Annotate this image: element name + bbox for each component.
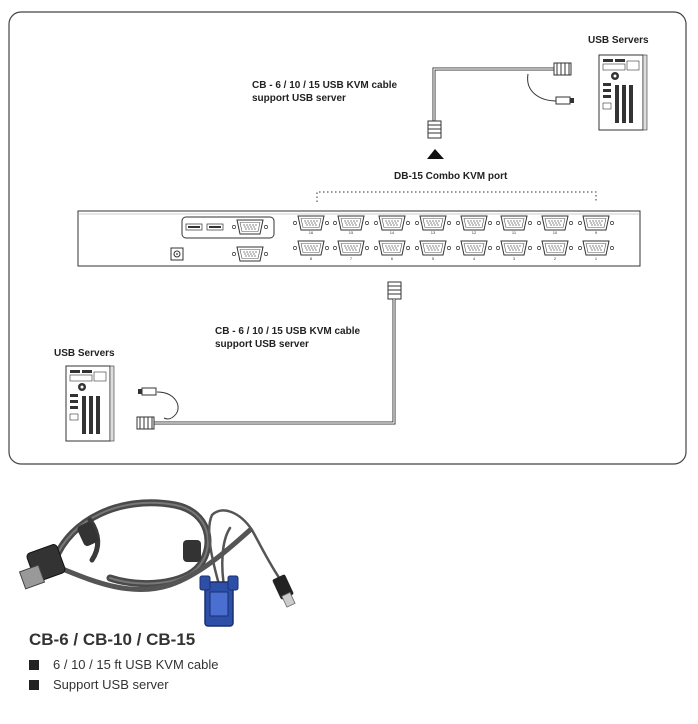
server-port-14: 14 (373, 215, 411, 235)
product-title: CB-6 / CB-10 / CB-15 (29, 630, 196, 649)
port-label: DB-15 Combo KVM port (394, 171, 508, 182)
server-port-6: 6 (373, 240, 411, 261)
server-port-13: 13 (414, 215, 452, 235)
server-port-number: 15 (349, 230, 354, 235)
product-usb-plug-icon (272, 574, 296, 608)
server-port-number: 2 (554, 256, 557, 261)
top-usb-kvm-cable (432, 67, 558, 121)
server-port-2: 2 (536, 240, 574, 261)
server-port-15: 15 (332, 215, 370, 235)
kvm-switch-unit: 16 15 14 13 12 11 10 9 8 7 6 5 4 3 2 1 (77, 210, 641, 267)
top-vga-plug-icon (553, 62, 572, 76)
port-arrow-icon (427, 149, 444, 159)
bottom-db15-plug-icon (387, 281, 402, 300)
server-port-number: 12 (472, 230, 477, 235)
server-port-number: 11 (512, 230, 517, 235)
top-db15-plug-icon (427, 120, 442, 139)
server-port-number: 14 (390, 230, 395, 235)
server-port-number: 9 (595, 230, 598, 235)
bottom-server-pc-icon (65, 365, 115, 442)
server-port-5: 5 (414, 240, 452, 261)
console-usb-port-icon (206, 223, 224, 231)
server-port-3: 3 (495, 240, 533, 261)
feature-text: 6 / 10 / 15 ft USB KVM cable (53, 657, 219, 672)
server-port-4: 4 (455, 240, 493, 261)
server-port-number: 16 (309, 230, 314, 235)
server-port-number: 8 (310, 256, 313, 261)
bottom-cable-label-line1: CB - 6 / 10 / 15 USB KVM cable (215, 326, 360, 337)
bottom-cable-label-line2: support USB server (215, 339, 309, 350)
bullet-square-icon (29, 660, 39, 670)
power-jack-icon (170, 247, 184, 261)
server-port-8: 8 (292, 240, 330, 261)
feature-item: 6 / 10 / 15 ft USB KVM cable (29, 655, 218, 675)
feature-item: Support USB server (29, 675, 218, 695)
server-port-number: 10 (553, 230, 558, 235)
server-port-10: 10 (536, 215, 574, 235)
bottom-vga-plug-icon (136, 416, 155, 430)
console-usb-port-icon (185, 223, 203, 231)
server-port-7: 7 (332, 240, 370, 261)
top-cable-label-line1: CB - 6 / 10 / 15 USB KVM cable (252, 80, 397, 91)
server-port-number: 4 (473, 256, 476, 261)
bottom-usb-kvm-cable (152, 299, 396, 425)
server-port-12: 12 (455, 215, 493, 235)
bottom-servers-label: USB Servers (54, 348, 115, 359)
product-vga-plug-icon (199, 575, 239, 627)
bottom-usb-plug-icon (138, 387, 157, 396)
server-port-16: 16 (292, 215, 330, 235)
server-port-number: 3 (513, 256, 516, 261)
product-feature-list: 6 / 10 / 15 ft USB KVM cable Support USB… (29, 655, 218, 695)
server-port-1: 1 (577, 240, 615, 261)
feature-text: Support USB server (53, 677, 169, 692)
server-port-number: 5 (432, 256, 435, 261)
server-port-11: 11 (495, 215, 533, 235)
server-port-number: 6 (391, 256, 394, 261)
server-port-number: 13 (431, 230, 436, 235)
top-server-pc-icon (598, 54, 648, 131)
top-cable-label-line2: support USB server (252, 93, 346, 104)
server-port-number: 7 (350, 256, 353, 261)
usb-kvm-cable-product-image (18, 499, 296, 627)
top-usb-plug-icon (555, 96, 574, 105)
server-port-number: 1 (595, 256, 598, 261)
bullet-square-icon (29, 680, 39, 690)
server-port-9: 9 (577, 215, 615, 235)
top-servers-label: USB Servers (588, 35, 649, 46)
port-group-bracket (316, 191, 597, 202)
product-db15-plug-icon (18, 544, 66, 590)
